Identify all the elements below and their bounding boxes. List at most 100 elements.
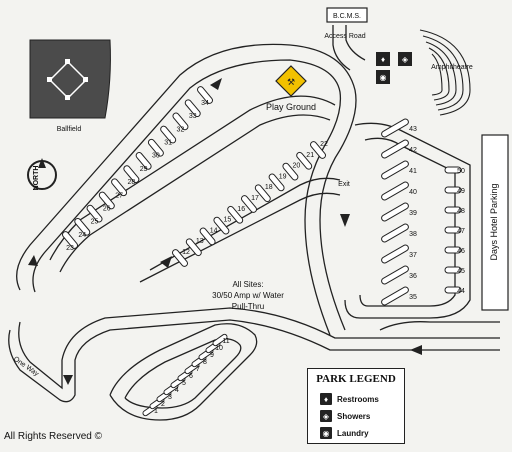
site-pad-40 [381,181,409,201]
play-ground-label: Play Ground [266,102,316,112]
site-pad-35 [381,286,409,306]
site-number-3: 3 [168,394,172,401]
site-pad-47 [444,226,462,234]
all-sites-label-line3: Pull-Thru [232,302,264,311]
site-number-37: 37 [409,252,417,259]
site-pad-23 [62,231,78,249]
site-pad-12 [172,249,188,267]
site-pad-19 [268,173,285,192]
legend-item-showers: ◈ Showers [320,409,370,423]
days-hotel-parking-label: Days Hotel Parking [489,183,499,260]
site-number-33: 33 [189,113,197,120]
site-number-11: 11 [222,338,229,345]
site-number-25: 25 [91,219,99,226]
site-number-50: 50 [457,168,465,175]
access-road-label: Access Road [324,33,365,40]
road-network [8,25,500,421]
site-pad-33 [184,99,201,118]
site-number-14: 14 [210,227,218,234]
legend-item-label: Showers [337,411,371,421]
site-pad-36 [381,265,409,285]
site-number-34: 34 [201,100,209,107]
bcms-label: B.C.M.S. [333,13,361,20]
site-pad-15 [213,216,230,235]
site-number-7: 7 [196,366,200,373]
copyright-notice: All Rights Reserved © [4,431,102,442]
site-pad-49 [444,186,462,194]
site-pad-28 [123,165,140,183]
site-number-1: 1 [154,408,158,415]
site-pad-45 [444,266,462,274]
laundry-icon: ◉ [320,427,332,439]
site-number-18: 18 [265,184,273,191]
site-number-41: 41 [409,168,417,175]
site-number-42: 42 [409,147,417,154]
site-pads-east [381,118,462,306]
site-pad-25 [86,204,103,223]
site-pad-42 [381,139,409,159]
site-number-44: 44 [457,288,465,295]
ballfield [29,39,111,119]
all-sites-label-line2: 30/50 Amp w/ Water [212,291,284,300]
site-number-17: 17 [251,195,259,202]
site-pad-41 [381,160,409,180]
site-pad-22 [310,141,326,159]
site-pad-17 [241,195,257,213]
site-number-46: 46 [457,248,465,255]
site-number-6: 6 [189,373,193,380]
site-pad-20 [282,162,299,181]
site-number-36: 36 [409,273,417,280]
park-legend: PARK LEGEND ♦ Restrooms ◈ Showers ◉ Laun… [307,368,405,444]
site-number-31: 31 [164,140,172,147]
site-pad-26 [98,191,115,210]
legend-item-label: Restrooms [337,394,379,404]
north-compass-icon [27,158,57,190]
legend-item-restrooms: ♦ Restrooms [320,392,379,406]
site-number-48: 48 [457,208,465,215]
site-number-47: 47 [457,228,465,235]
svg-text:◈: ◈ [402,55,409,64]
days-hotel-parking-lot [481,134,509,311]
exit-label: Exit [338,181,350,188]
site-number-19: 19 [279,173,287,180]
site-pad-50 [444,166,462,174]
site-number-2: 2 [161,401,165,408]
site-number-40: 40 [409,189,417,196]
north-label: NORTH [33,166,40,191]
site-pad-32 [172,112,189,131]
site-number-24: 24 [78,232,86,239]
site-number-29: 29 [140,166,148,173]
site-number-21: 21 [306,152,314,159]
site-pad-48 [444,206,462,214]
direction-arrows [28,78,422,385]
legend-item-label: Laundry [337,428,369,438]
site-number-12: 12 [182,249,190,256]
site-pad-30 [147,138,164,157]
site-pads-outer [62,86,213,249]
bcms-building [326,7,368,23]
site-pad-13 [185,238,202,257]
site-number-22: 22 [320,141,328,148]
site-number-27: 27 [115,192,123,199]
site-number-9: 9 [210,352,214,359]
site-number-45: 45 [457,268,465,275]
site-number-4: 4 [175,387,179,394]
site-number-23: 23 [66,245,74,252]
site-number-32: 32 [177,126,185,133]
svg-text:⚒: ⚒ [287,77,295,87]
site-numbers: 2324252627282930313233341213141516171819… [66,100,465,415]
site-pads-inner [172,141,326,267]
site-number-49: 49 [457,188,465,195]
all-sites-label-line1: All Sites: [232,280,263,289]
site-number-16: 16 [237,206,245,213]
site-pad-38 [381,223,409,243]
site-number-13: 13 [196,238,204,245]
site-number-38: 38 [409,231,417,238]
site-number-43: 43 [409,126,417,133]
site-pad-43 [381,118,409,138]
legend-item-laundry: ◉ Laundry [320,426,369,440]
svg-text:◉: ◉ [380,73,387,82]
site-pad-18 [254,184,271,203]
